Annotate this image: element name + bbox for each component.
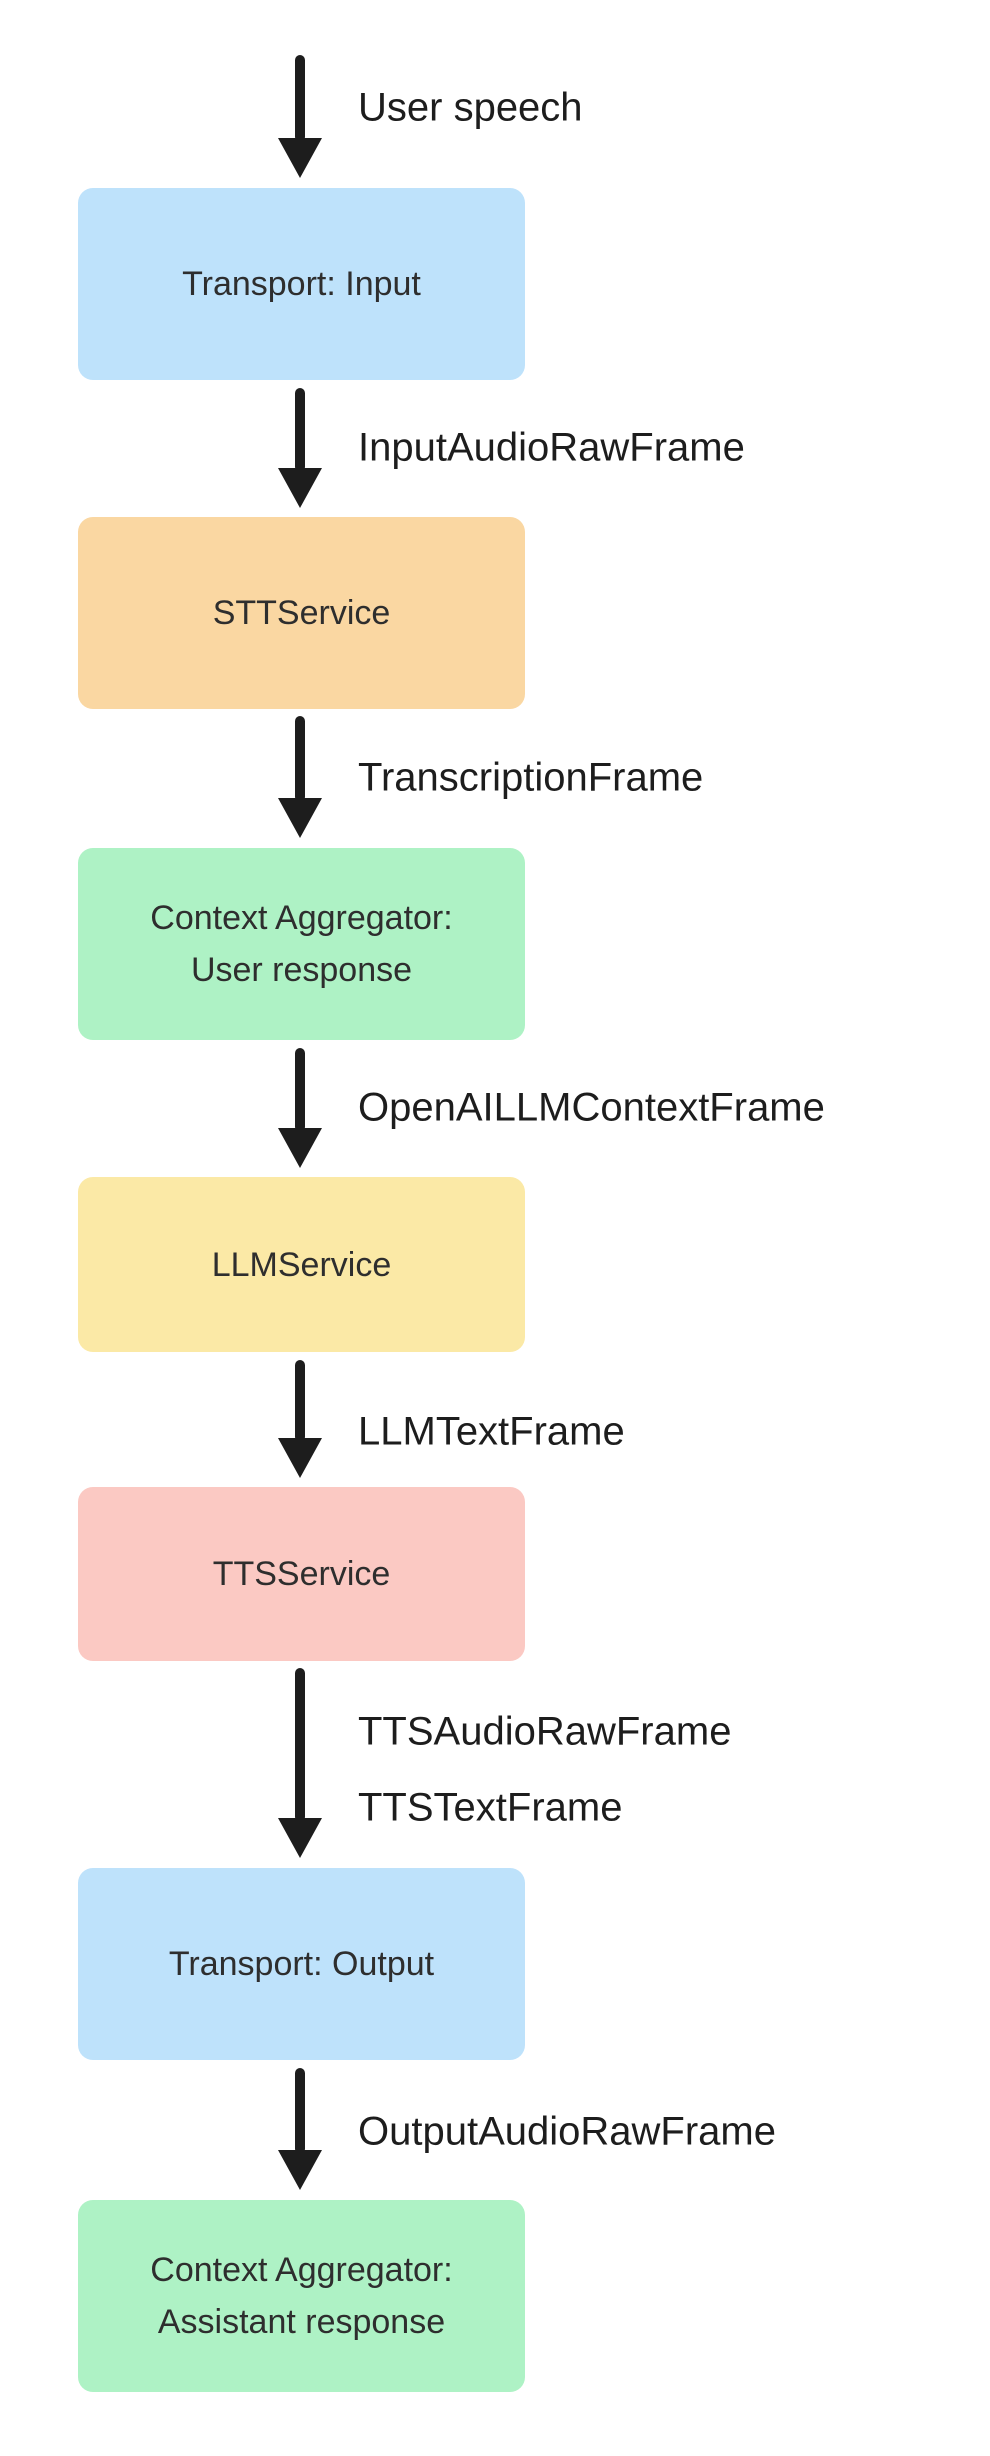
node-label: STTService: [212, 594, 391, 632]
edge-label-tts-text-frame: TTSTextFrame: [358, 1785, 623, 1830]
node-llm-service: LLMService: [78, 1177, 525, 1352]
arrow-llm-text-frame: [278, 1360, 322, 1478]
arrow-line: [295, 388, 305, 472]
node-context-aggregator-assistant: Context Aggregator: Assistant response: [78, 2200, 525, 2392]
edge-label-input-audio-raw-frame: InputAudioRawFrame: [358, 425, 745, 470]
node-label: Transport: Output: [168, 1945, 435, 1983]
arrow-transcription-frame: [278, 716, 322, 838]
arrow-openai-llm-context-frame: [278, 1048, 322, 1168]
arrow-tts-audio-raw-frame: [278, 1668, 322, 1858]
arrow-head-icon: [278, 1818, 322, 1858]
arrow-line: [295, 55, 305, 142]
arrow-head-icon: [278, 2150, 322, 2190]
arrow-output-audio-raw-frame: [278, 2068, 322, 2190]
node-stt-service: STTService: [78, 517, 525, 709]
node-label-line-2: Assistant response: [157, 2303, 446, 2341]
edge-label-tts-audio-raw-frame: TTSAudioRawFrame: [358, 1709, 732, 1754]
arrow-head-icon: [278, 1438, 322, 1478]
arrow-user-speech: [278, 55, 322, 178]
arrow-line: [295, 1048, 305, 1132]
node-label: LLMService: [211, 1245, 392, 1284]
node-label-line-2: User response: [190, 951, 413, 989]
arrow-head-icon: [278, 1128, 322, 1168]
node-label: Transport: Input: [182, 265, 421, 303]
edge-label-user-speech: User speech: [358, 85, 583, 130]
arrow-line: [295, 716, 305, 802]
node-context-aggregator-user: Context Aggregator: User response: [78, 848, 525, 1040]
node-tts-service: TTSService: [78, 1487, 525, 1661]
arrow-line: [295, 2068, 305, 2154]
node-transport-output: Transport: Output: [78, 1868, 525, 2060]
edge-label-openai-llm-context-frame: OpenAILLMContextFrame: [358, 1085, 825, 1130]
arrow-input-audio-raw-frame: [278, 388, 322, 508]
node-transport-input: Transport: Input: [78, 188, 525, 380]
edge-label-transcription-frame: TranscriptionFrame: [358, 755, 704, 800]
arrow-head-icon: [278, 468, 322, 508]
arrow-head-icon: [278, 798, 322, 838]
node-label: TTSService: [212, 1555, 391, 1593]
node-label-line-1: Context Aggregator:: [150, 899, 453, 937]
arrow-line: [295, 1668, 305, 1822]
node-label-line-1: Context Aggregator:: [150, 2251, 453, 2289]
arrow-head-icon: [278, 138, 322, 178]
edge-label-llm-text-frame: LLMTextFrame: [358, 1409, 625, 1454]
arrow-line: [295, 1360, 305, 1442]
edge-label-output-audio-raw-frame: OutputAudioRawFrame: [358, 2109, 776, 2154]
